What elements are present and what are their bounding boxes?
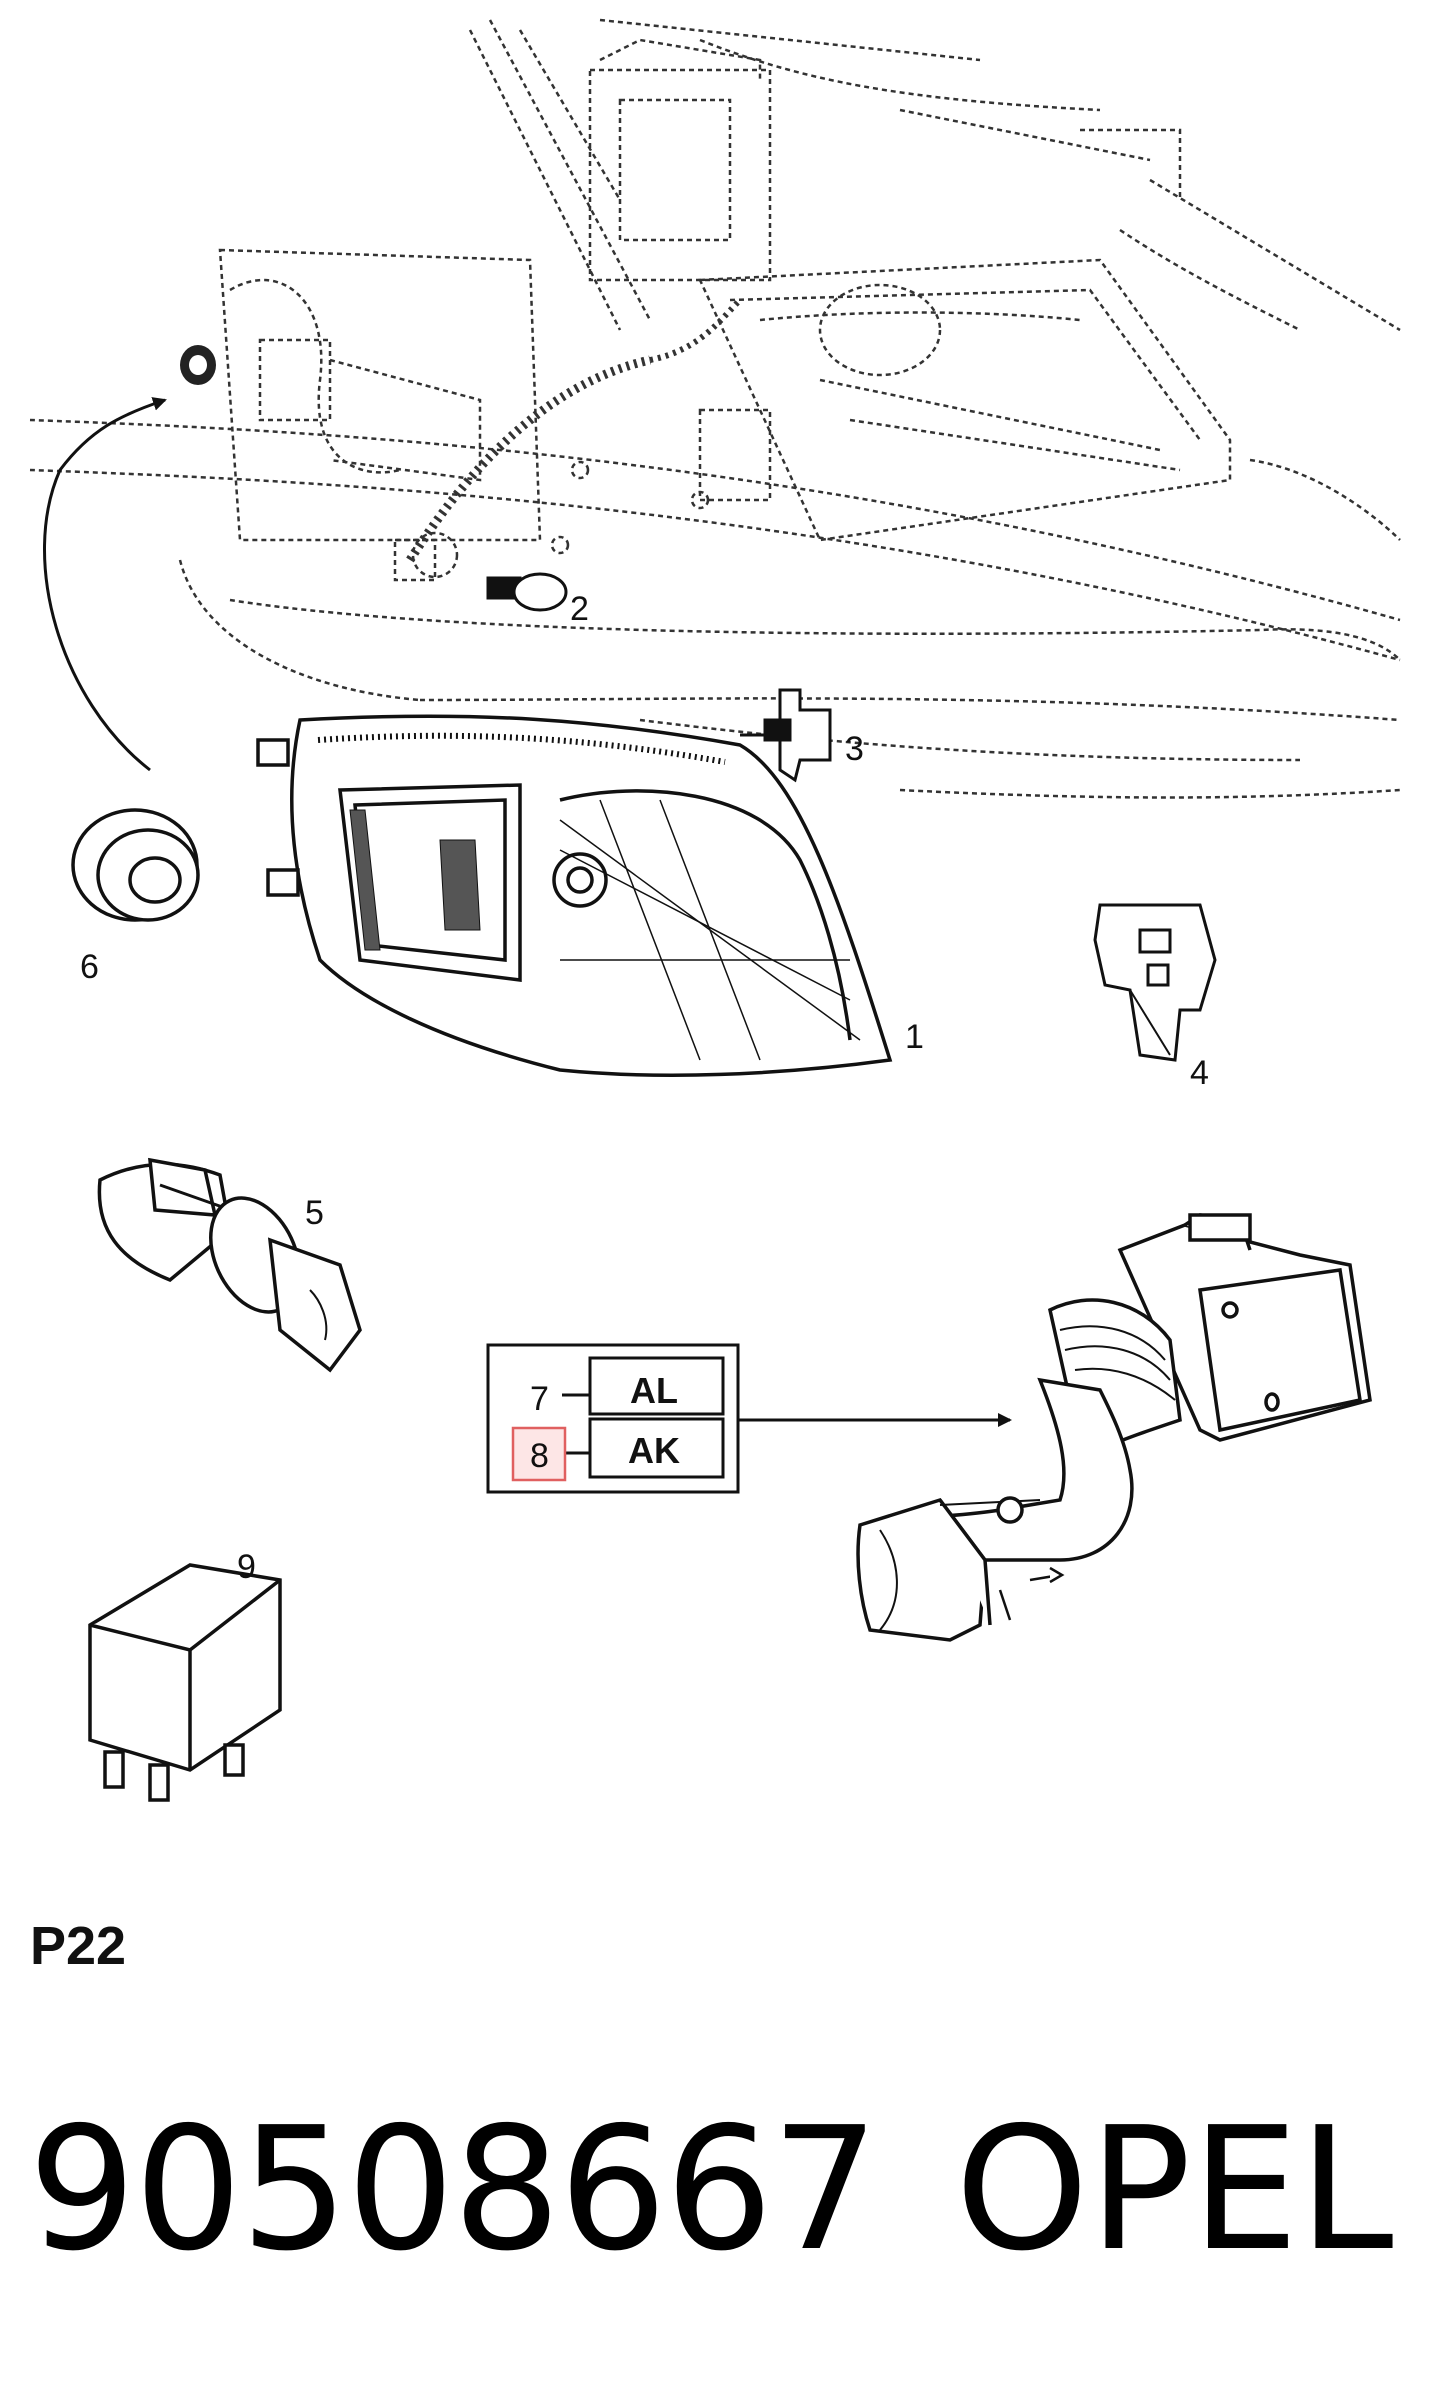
grommet-hole bbox=[180, 345, 216, 385]
combination-switch bbox=[856, 1213, 1372, 1642]
highlight-box bbox=[511, 1426, 567, 1482]
relay bbox=[88, 1563, 282, 1802]
code-box: 7 8 AL AK bbox=[486, 1343, 740, 1494]
part-number: 90508667 bbox=[28, 2091, 879, 2289]
code-label-al: AL bbox=[630, 1370, 678, 1411]
headlamp bbox=[256, 714, 893, 1077]
grommet bbox=[71, 808, 200, 922]
callout-5: 5 bbox=[305, 1194, 324, 1232]
code-label-ak: AK bbox=[628, 1430, 680, 1471]
brand-name: OPEL bbox=[955, 2091, 1394, 2289]
car-front-background bbox=[29, 18, 1401, 799]
clip bbox=[1093, 903, 1217, 1062]
bulb-holder bbox=[740, 688, 832, 783]
small-bulb bbox=[486, 572, 568, 612]
code-number-7: 7 bbox=[530, 1380, 549, 1418]
grommet-arrow bbox=[42, 397, 167, 772]
callout-9: 9 bbox=[237, 1548, 256, 1586]
bulb-socket bbox=[97, 1157, 362, 1373]
callout-3: 3 bbox=[845, 730, 864, 768]
callout-1: 1 bbox=[905, 1018, 924, 1056]
code-number-8: 8 bbox=[530, 1437, 549, 1475]
callout-4: 4 bbox=[1190, 1054, 1209, 1092]
callout-2: 2 bbox=[570, 590, 589, 628]
callout-numbers: 1 2 3 4 5 6 9 bbox=[80, 590, 1209, 1586]
callout-6: 6 bbox=[80, 948, 99, 986]
page-code: P22 bbox=[30, 1916, 127, 1976]
